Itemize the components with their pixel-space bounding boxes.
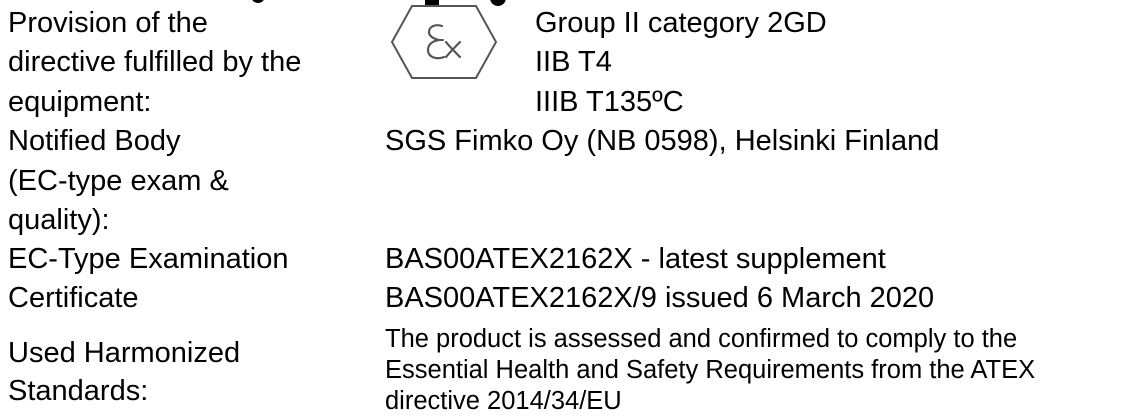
standards-label-line-1: Used Harmonized: [8, 337, 241, 369]
certificate-label-line-1: EC-Type Examination: [8, 243, 289, 275]
provision-label-line-3: equipment:: [8, 86, 152, 118]
provision-value-group: Group II category 2GD: [535, 7, 827, 39]
provision-value-dust: IIIB T135ºC: [535, 86, 684, 118]
provision-label-line-1: Provision of the: [8, 7, 208, 39]
provision-label-line-2: directive fulfilled by the: [8, 46, 302, 78]
atex-ex-hexagon-icon: [390, 5, 498, 79]
standards-value-line-1: The product is assessed and confirmed to…: [385, 325, 1018, 353]
notified-body-label-line-2: (EC-type exam &: [8, 165, 229, 197]
standards-value-line-3: directive 2014/34/EU: [385, 387, 622, 415]
notified-body-label-line-1: Notified Body: [8, 125, 181, 157]
notified-body-label-line-3: quality):: [8, 204, 110, 236]
certificate-label-line-2: Certificate: [8, 282, 139, 314]
certificate-value-line-1: BAS00ATEX2162X - latest supplement: [385, 243, 886, 275]
clipped-heading-glyphs: [252, 0, 506, 6]
notified-body-value: SGS Fimko Oy (NB 0598), Helsinki Finland: [385, 125, 940, 157]
provision-value-gas: IIB T4: [535, 46, 612, 78]
clipped-heading: [0, 0, 1138, 6]
certificate-value-line-2: BAS00ATEX2162X/9 issued 6 March 2020: [385, 282, 935, 314]
standards-label-line-2: Standards:: [8, 375, 149, 407]
standards-value-line-2: Essential Health and Safety Requirements…: [385, 356, 1036, 384]
